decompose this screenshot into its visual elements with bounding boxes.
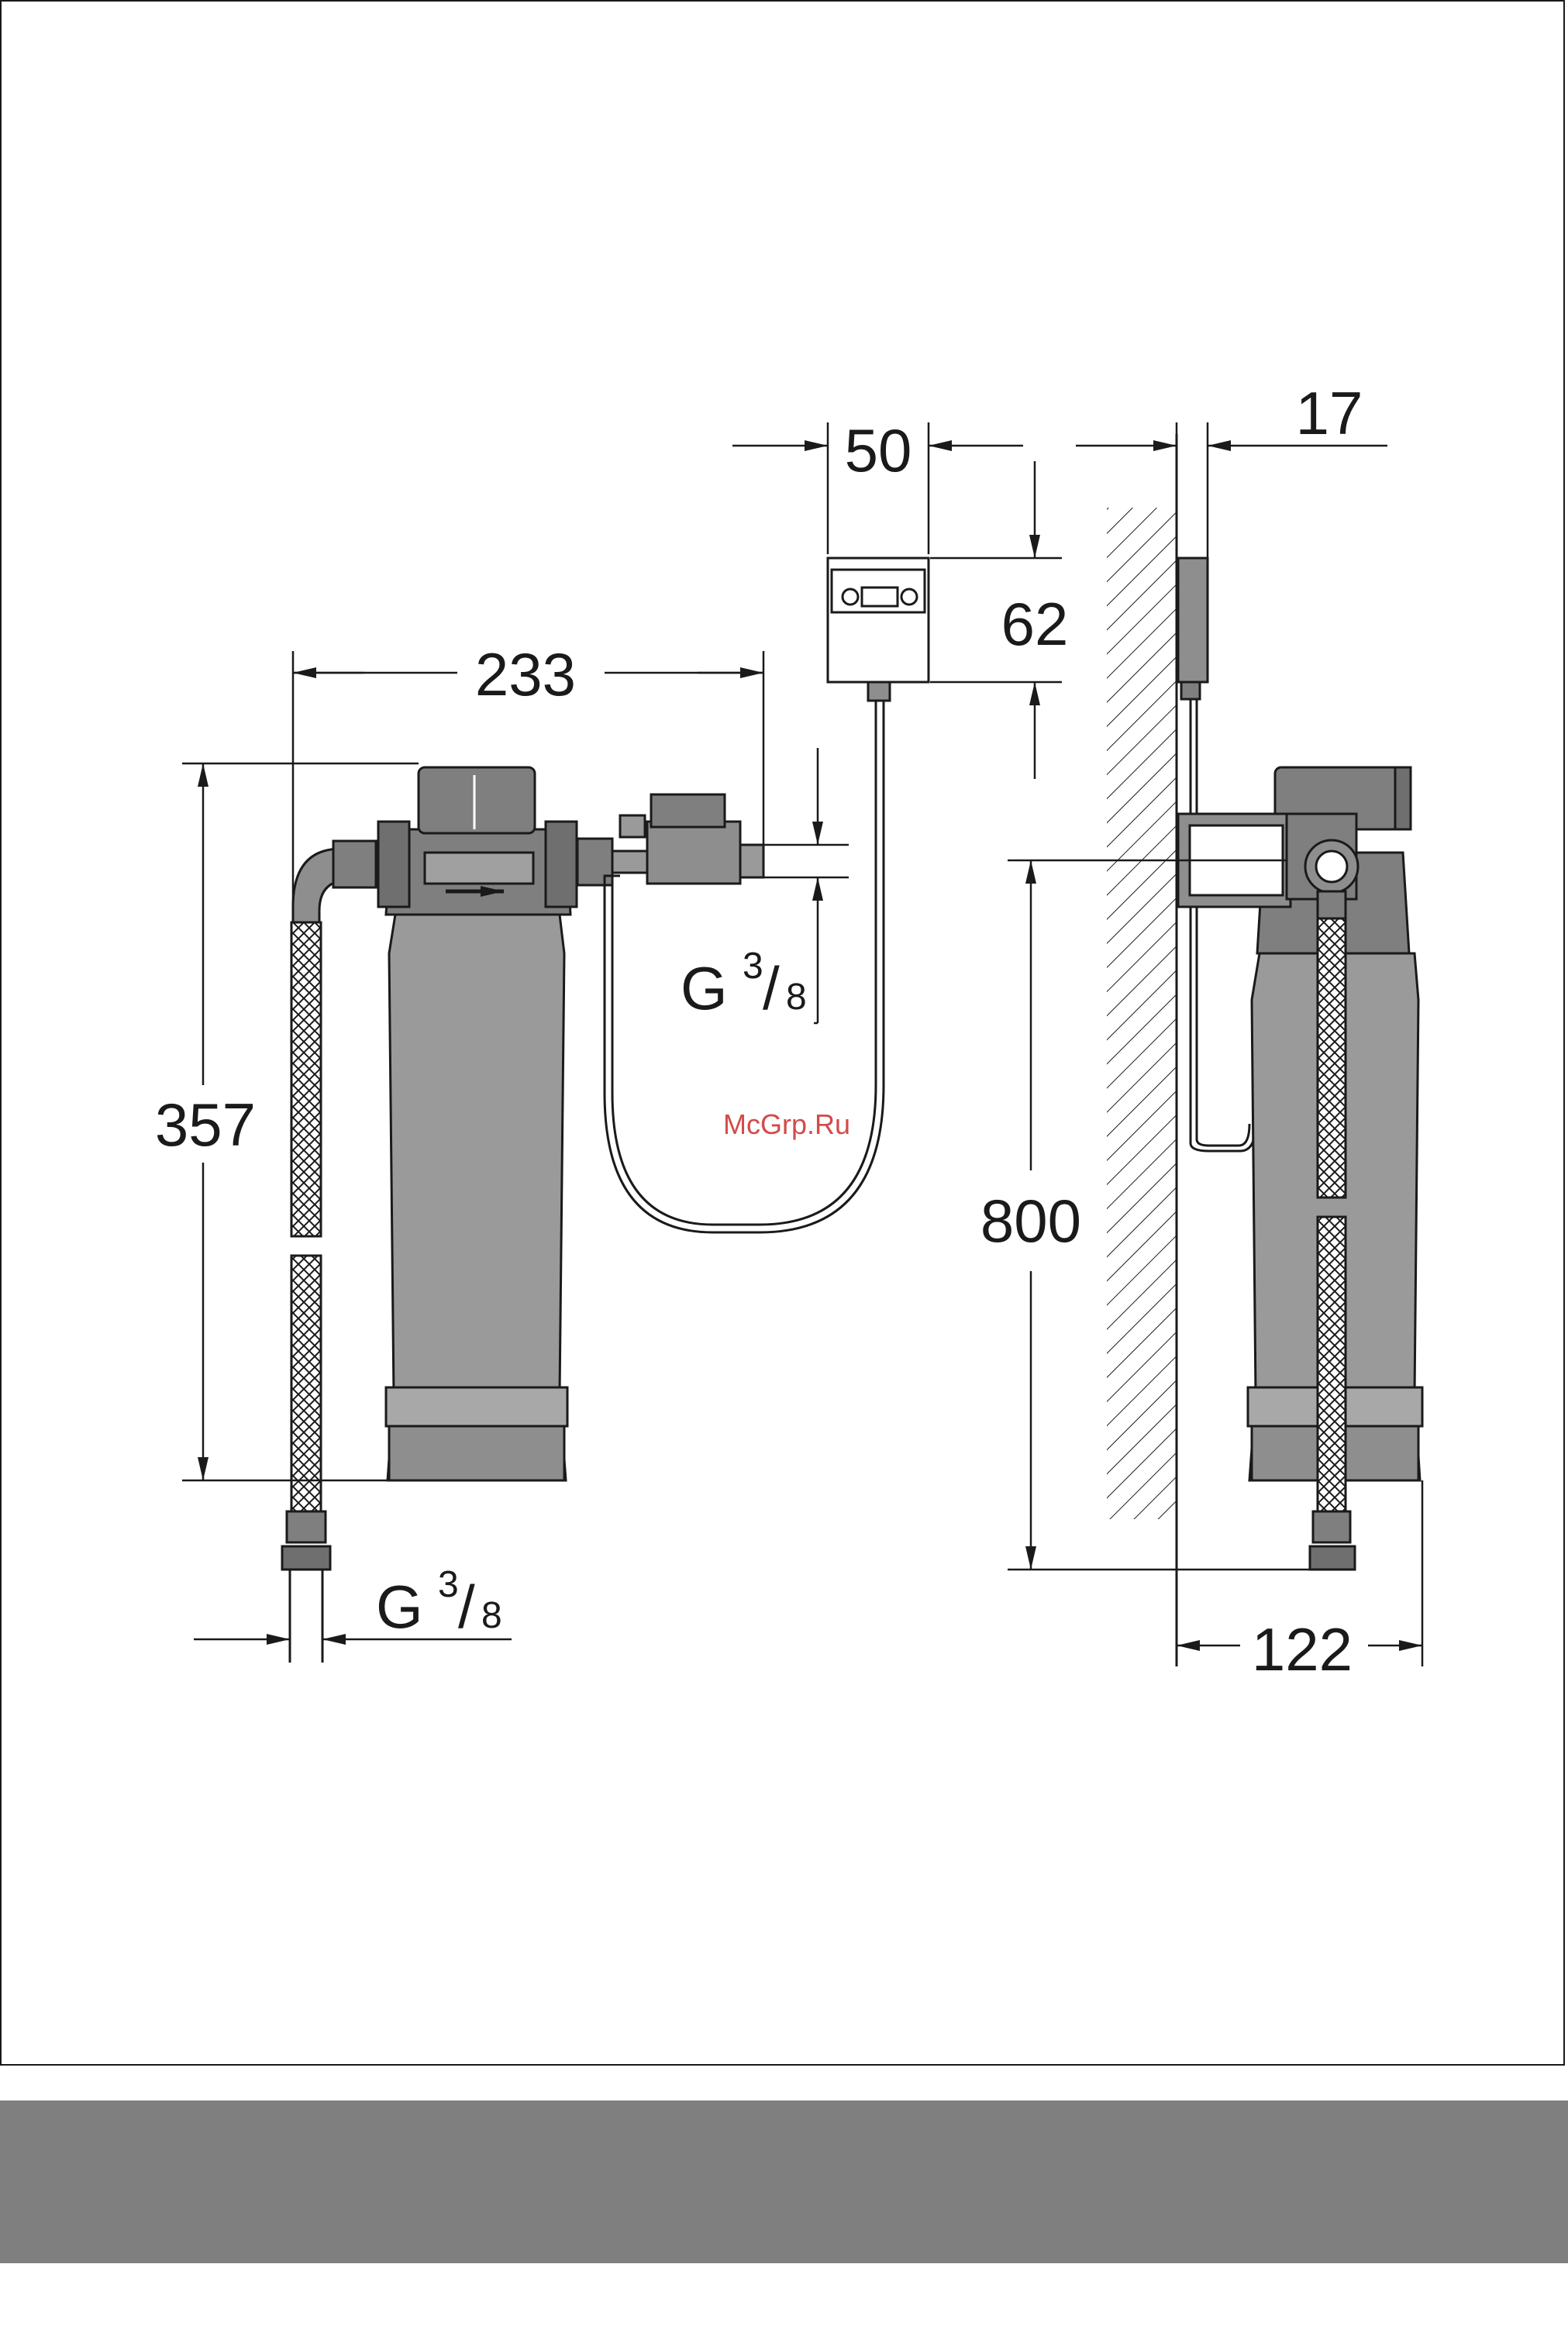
dim-filter-height: 357 xyxy=(155,1091,256,1159)
dim-module-width: 50 xyxy=(845,416,912,484)
outlet-nut xyxy=(577,839,612,885)
svg-text:8: 8 xyxy=(481,1595,502,1636)
dim-mount-height: 800 xyxy=(980,1187,1081,1255)
outlet-connector xyxy=(620,815,645,837)
svg-text:/: / xyxy=(763,954,780,1022)
inlet-nut-lower xyxy=(287,1511,326,1542)
inlet-hose-upper xyxy=(291,922,321,1236)
thread-label-outlet: G 3 / 8 xyxy=(681,946,807,1022)
front-view xyxy=(282,767,763,1663)
watermark: McGrp.Ru xyxy=(723,1108,850,1140)
filter-base-band xyxy=(386,1387,567,1426)
side-module xyxy=(1178,558,1208,682)
inlet-hose-lower xyxy=(291,1256,321,1523)
side-cable xyxy=(1191,699,1256,1151)
inlet-thread-fitting xyxy=(282,1546,330,1570)
svg-text:3: 3 xyxy=(438,1564,459,1605)
side-hose-upper xyxy=(1318,918,1346,1198)
outlet-fitting xyxy=(740,845,763,877)
inlet-nut-upper xyxy=(333,841,376,887)
dim-depth: 122 xyxy=(1252,1615,1353,1683)
dim-module-height: 62 xyxy=(1001,590,1069,658)
svg-text:8: 8 xyxy=(786,977,807,1018)
head-label-plate xyxy=(425,853,533,884)
filter-bottom xyxy=(389,1426,564,1480)
module-connector xyxy=(868,682,890,701)
svg-text:G: G xyxy=(681,954,728,1022)
thread-label-inlet: G 3 / 8 xyxy=(376,1564,502,1641)
head-left-clamp xyxy=(378,822,409,907)
side-hose-lower xyxy=(1318,1217,1346,1511)
svg-text:3: 3 xyxy=(743,946,763,987)
dim-wall-gap: 17 xyxy=(1296,379,1363,447)
flow-meter-body xyxy=(647,822,740,884)
control-module xyxy=(828,558,929,701)
dim-connector-spacing: 233 xyxy=(475,640,576,708)
outlet-pipe xyxy=(612,851,647,873)
wall-hatch-icon xyxy=(1107,508,1177,1519)
filter-cap xyxy=(419,767,535,833)
flow-meter-cap xyxy=(651,794,725,827)
head-right-clamp xyxy=(546,822,577,907)
svg-text:G: G xyxy=(376,1573,423,1641)
side-view xyxy=(1107,434,1422,1666)
svg-text:/: / xyxy=(458,1573,475,1641)
dimension-lines xyxy=(182,422,1422,1666)
